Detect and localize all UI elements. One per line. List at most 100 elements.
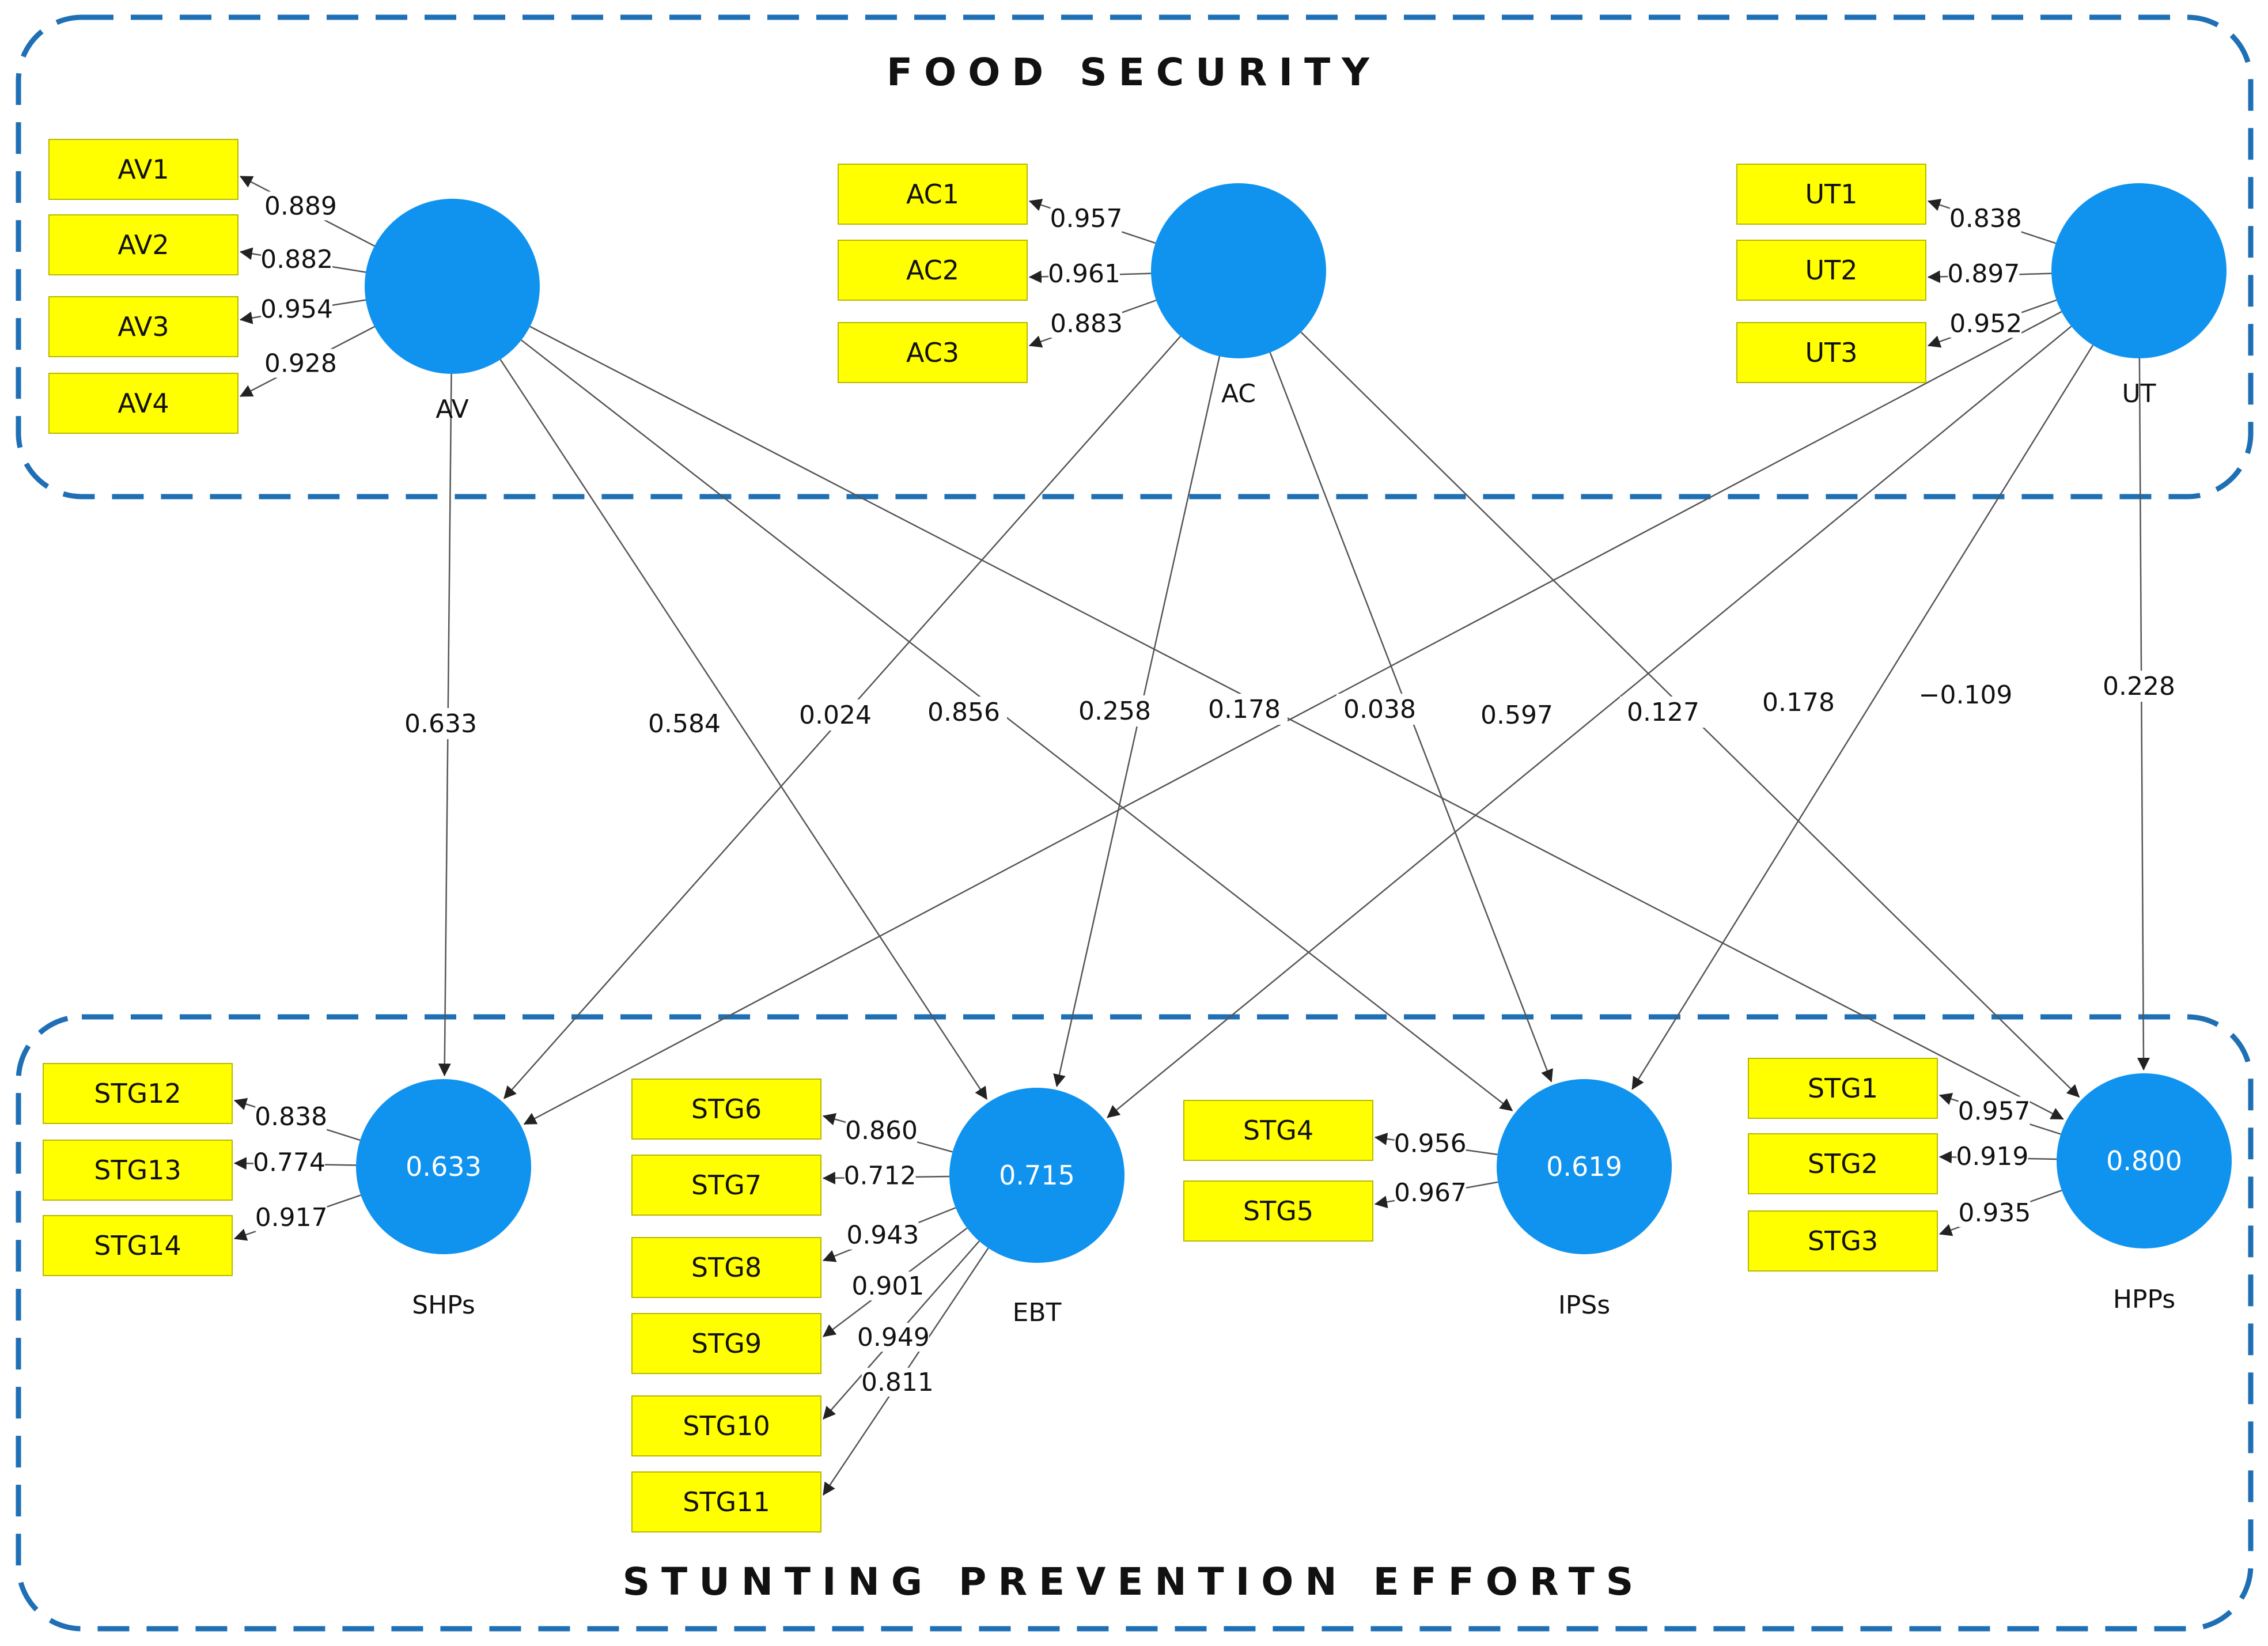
r-squared-value: 0.619 <box>1546 1151 1622 1182</box>
indicator-stg10[interactable]: STG10 <box>631 1395 821 1456</box>
indicator-ut2[interactable]: UT2 <box>1736 240 1926 301</box>
labels-layer: 0.8890.8820.9540.9280.9570.9610.8830.838… <box>253 191 2182 1397</box>
loading-label-bg <box>1050 203 1122 233</box>
loading-label-bg <box>1394 1129 1466 1158</box>
loading-label-bg <box>861 1368 933 1397</box>
indicator-label: STG3 <box>1808 1225 1878 1257</box>
indicator-ac2[interactable]: AC2 <box>838 240 1028 301</box>
indicator-stg7[interactable]: STG7 <box>631 1155 821 1216</box>
path-label-bg <box>1755 687 1842 718</box>
indicator-label: STG6 <box>691 1093 762 1125</box>
construct-name: EBT <box>1013 1298 1062 1327</box>
loading-value-stg10: 0.949 <box>857 1323 930 1352</box>
path-coefficient-ut-ebt: 0.127 <box>1627 698 1699 727</box>
loading-value-av1: 0.889 <box>264 191 337 221</box>
path-edge-ut-ebt <box>1107 326 2072 1118</box>
construct-circle <box>2057 1073 2232 1248</box>
indicator-ac1[interactable]: AC1 <box>838 164 1028 225</box>
path-edge-av-hpps <box>529 326 2064 1120</box>
construct-circle <box>365 199 540 374</box>
construct-av[interactable]: AV <box>365 199 540 424</box>
path-coefficient-ac-ipss: 0.038 <box>1343 695 1416 724</box>
indicator-ut3[interactable]: UT3 <box>1736 322 1926 383</box>
indicator-label: STG11 <box>683 1486 770 1518</box>
indicator-box <box>631 1237 821 1298</box>
construct-ut[interactable]: UT <box>2051 183 2227 408</box>
indicator-box <box>1748 1133 1938 1194</box>
loading-value-ac1: 0.957 <box>1050 204 1122 233</box>
loading-label-bg <box>1956 1141 2028 1171</box>
indicator-box <box>631 1471 821 1533</box>
construct-name: AC <box>1221 379 1256 408</box>
loading-label-bg <box>1395 1178 1467 1207</box>
indicator-box <box>1736 164 1926 225</box>
loading-label-bg <box>1050 309 1122 338</box>
indicator-box <box>1748 1058 1938 1119</box>
indicator-av4[interactable]: AV4 <box>48 373 238 434</box>
loading-value-stg7: 0.712 <box>844 1161 917 1191</box>
construct-circle <box>949 1088 1124 1263</box>
loading-label-bg <box>1948 259 2020 289</box>
indicator-label: STG10 <box>683 1410 770 1441</box>
loading-label-bg <box>844 1161 916 1190</box>
indicator-stg11[interactable]: STG11 <box>631 1471 821 1533</box>
loading-label-bg <box>847 1220 919 1250</box>
indicator-stg5[interactable]: STG5 <box>1183 1180 1373 1242</box>
indicator-stg4[interactable]: STG4 <box>1183 1100 1373 1161</box>
indicator-av3[interactable]: AV3 <box>48 296 238 357</box>
construct-circle <box>2051 183 2227 358</box>
indicator-stg14[interactable]: STG14 <box>43 1215 233 1276</box>
indicator-box <box>838 322 1028 383</box>
path-coefficient-av-ebt: 0.584 <box>648 709 721 739</box>
indicator-label: UT1 <box>1805 179 1857 210</box>
path-label-bg <box>397 708 484 739</box>
indicator-av1[interactable]: AV1 <box>48 139 238 200</box>
loading-label-bg <box>264 349 336 378</box>
indicator-label: AC1 <box>906 179 959 210</box>
indicator-stg2[interactable]: STG2 <box>1748 1133 1938 1194</box>
indicator-box <box>1183 1180 1373 1242</box>
food-security-title: FOOD SECURITY <box>887 50 1381 94</box>
path-label-bg <box>921 697 1007 728</box>
indicator-box <box>43 1140 233 1201</box>
indicator-stg9[interactable]: STG9 <box>631 1313 821 1374</box>
food-security-group <box>16 14 2254 500</box>
indicator-stg12[interactable]: STG12 <box>43 1063 233 1124</box>
path-coefficient-av-shps: 0.633 <box>404 709 477 739</box>
loading-value-ac2: 0.961 <box>1048 259 1120 289</box>
indicator-box <box>1748 1210 1938 1272</box>
indicator-stg6[interactable]: STG6 <box>631 1079 821 1140</box>
loading-value-av4: 0.928 <box>264 349 337 379</box>
loading-label-bg <box>255 1203 327 1232</box>
construct-ac[interactable]: AC <box>1151 183 1326 408</box>
indicator-stg3[interactable]: STG3 <box>1748 1210 1938 1272</box>
indicator-av2[interactable]: AV2 <box>48 214 238 275</box>
indicator-stg8[interactable]: STG8 <box>631 1237 821 1298</box>
indicator-label: AC3 <box>906 337 959 368</box>
indicator-box <box>631 1313 821 1374</box>
construct-name: AV <box>436 395 468 424</box>
indicator-label: STG7 <box>691 1170 762 1201</box>
indicator-stg1[interactable]: STG1 <box>1748 1058 1938 1119</box>
indicator-label: STG13 <box>94 1155 181 1186</box>
indicator-box <box>48 296 238 357</box>
r-squared-value: 0.800 <box>2106 1145 2182 1176</box>
indicator-label: AV3 <box>118 311 169 342</box>
indicator-stg13[interactable]: STG13 <box>43 1140 233 1201</box>
indicator-label: STG2 <box>1808 1148 1878 1179</box>
indicator-label: STG9 <box>691 1328 762 1359</box>
loading-value-ut1: 0.838 <box>1949 204 2022 233</box>
path-label-bg <box>1336 694 1423 725</box>
indicator-box <box>631 1079 821 1140</box>
path-label-bg <box>792 699 879 731</box>
indicator-ut1[interactable]: UT1 <box>1736 164 1926 225</box>
indicator-box <box>1183 1100 1373 1161</box>
path-label-bg <box>2096 671 2182 702</box>
indicator-ac3[interactable]: AC3 <box>838 322 1028 383</box>
path-edge-av-ipss <box>521 339 1513 1111</box>
